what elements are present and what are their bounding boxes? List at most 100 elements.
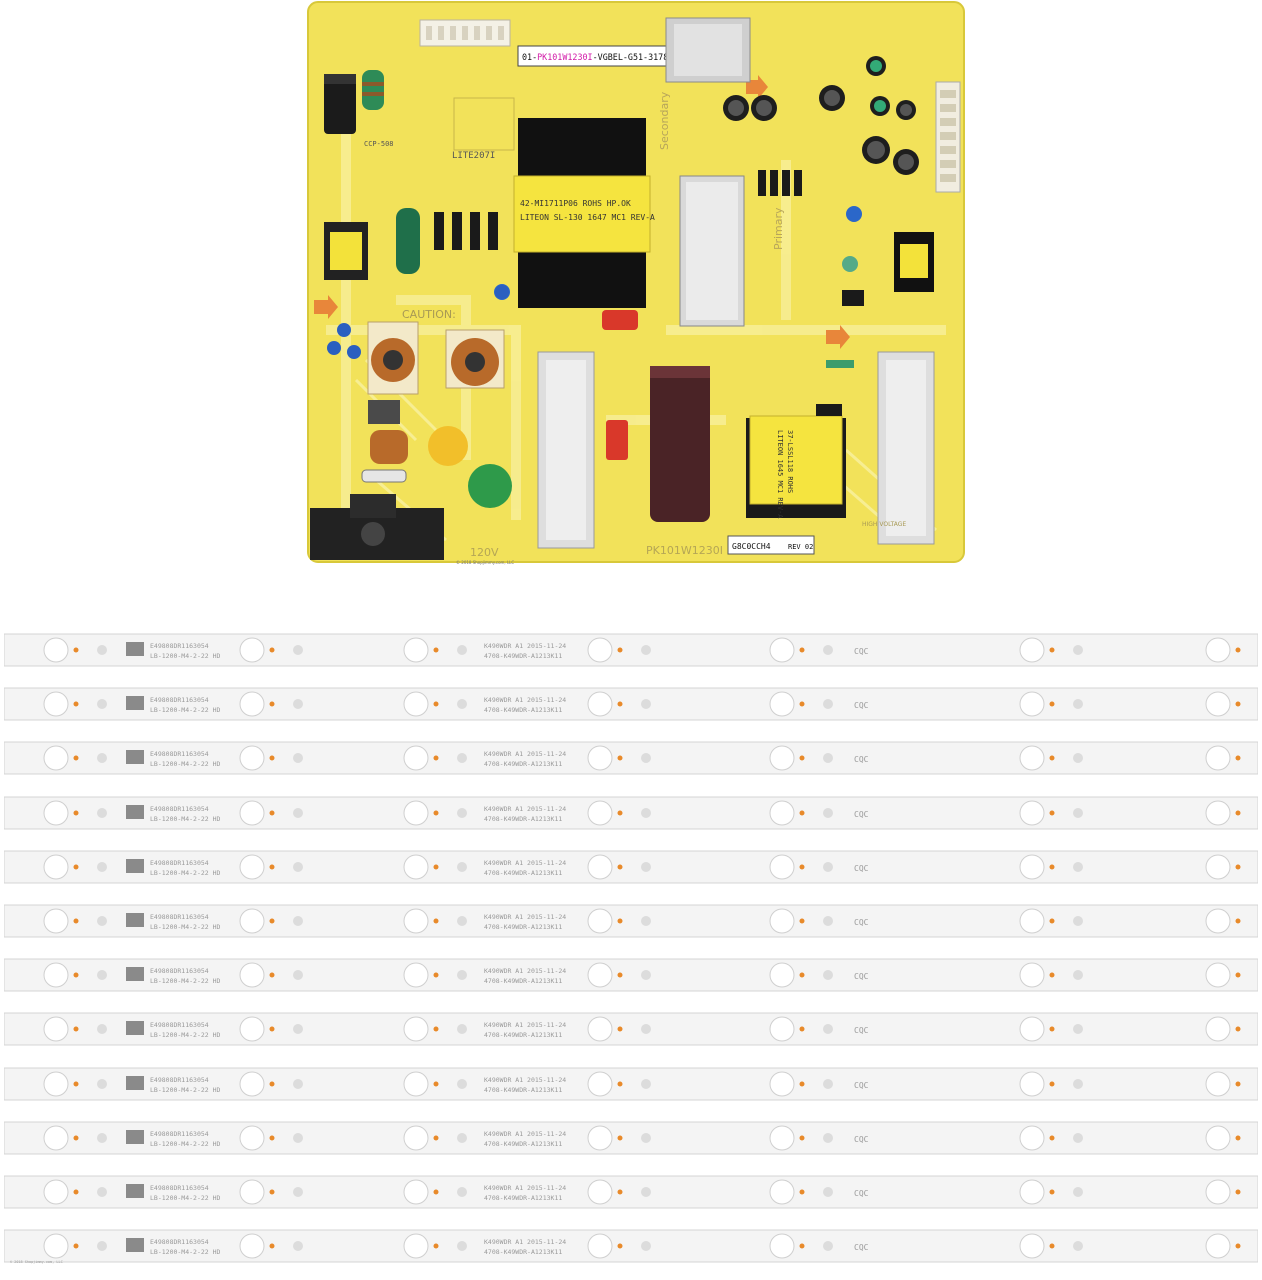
- mount-hole: [97, 753, 107, 764]
- mount-hole: [457, 645, 467, 655]
- barcode: [126, 750, 144, 765]
- led-lens: [403, 1016, 429, 1042]
- mount-hole: [97, 807, 107, 818]
- orange-marker: [617, 1135, 623, 1141]
- mount-hole: [823, 807, 833, 818]
- strip-label-a-line1: E49808DR1163054: [150, 750, 209, 758]
- led-lens: [239, 908, 265, 934]
- barcode: [126, 642, 144, 656]
- strip-label-a-line1: E49808DR1163054: [150, 1076, 209, 1084]
- mount-hole: [1073, 807, 1083, 818]
- led-lens: [403, 1233, 429, 1259]
- mount-hole: [293, 1078, 303, 1089]
- orange-marker: [1235, 647, 1241, 653]
- orange-marker: [799, 1189, 805, 1195]
- strips-copyright: © 2018 Shopjimmy.com, LLC: [10, 1260, 63, 1264]
- orange-marker: [1235, 701, 1241, 707]
- strip-label-b-line1: K490WDR A1 2015-11-24: [484, 1184, 566, 1192]
- orange-marker: [73, 972, 79, 978]
- orange-marker: [1235, 918, 1241, 924]
- strip-label-a-line2: LB-1200-M4-2-22 HD: [150, 1140, 221, 1148]
- mount-hole: [1073, 1132, 1083, 1143]
- orange-marker: [799, 918, 805, 924]
- led-lens: [403, 1125, 429, 1151]
- strip-label-b-line2: 4708-K49WDR-A1213K11: [484, 1248, 562, 1256]
- orange-marker: [617, 1081, 623, 1087]
- strip-board: [4, 1121, 1258, 1155]
- strip-label-b-line2: 4708-K49WDR-A1213K11: [484, 923, 562, 931]
- orange-marker: [269, 1189, 275, 1195]
- orange-marker: [433, 810, 439, 816]
- mount-hole: [641, 1241, 651, 1252]
- led-lens: [403, 962, 429, 988]
- mount-hole: [641, 1132, 651, 1143]
- orange-marker: [433, 1135, 439, 1141]
- led-lens: [43, 800, 69, 826]
- led-lens: [1019, 1071, 1045, 1097]
- strip-label-a-line2: LB-1200-M4-2-22 HD: [150, 1031, 221, 1039]
- strip-label-c: CQC: [854, 864, 869, 873]
- orange-marker: [1235, 810, 1241, 816]
- mount-hole: [823, 970, 833, 981]
- strip-label-c: CQC: [854, 918, 869, 927]
- orange-marker: [269, 1026, 275, 1032]
- orange-marker: [1235, 1243, 1241, 1249]
- barcode: [126, 1021, 144, 1036]
- orange-marker: [1049, 864, 1055, 870]
- orange-marker: [617, 864, 623, 870]
- led-lens: [1019, 800, 1045, 826]
- mount-hole: [293, 861, 303, 872]
- strip-label-a-line2: LB-1200-M4-2-22 HD: [150, 1248, 221, 1256]
- led-lens: [1205, 962, 1231, 988]
- strip-board: [4, 1012, 1258, 1046]
- board-label-prefix: 01-: [522, 52, 537, 62]
- strip-label-a-line2: LB-1200-M4-2-22 HD: [150, 1086, 221, 1094]
- strip-board: [4, 958, 1258, 992]
- led-lens: [769, 637, 795, 663]
- led-lens: [43, 745, 69, 771]
- led-lens: [769, 1233, 795, 1259]
- mount-hole: [97, 1024, 107, 1035]
- orange-marker: [433, 755, 439, 761]
- strip-label-b-line2: 4708-K49WDR-A1213K11: [484, 1140, 562, 1148]
- strip-label-b-line1: K490WDR A1 2015-11-24: [484, 1076, 566, 1084]
- barcode: [126, 858, 144, 873]
- strip-label-b-line1: K490WDR A1 2015-11-24: [484, 1130, 566, 1138]
- strip-label-a-line1: E49808DR1163054: [150, 1021, 209, 1029]
- led-lens: [43, 962, 69, 988]
- mount-hole: [823, 699, 833, 710]
- mount-hole: [293, 1132, 303, 1143]
- orange-marker: [617, 810, 623, 816]
- mount-hole: [457, 753, 467, 764]
- led-lens: [239, 1125, 265, 1151]
- power-supply-board: 01-PK101W1230I-VGBEL-G51-3178-101 CCP-50…: [306, 0, 966, 566]
- led-lens: [1019, 1125, 1045, 1151]
- strip-board: [4, 687, 1258, 721]
- orange-marker: [269, 810, 275, 816]
- strip-label-c: CQC: [854, 972, 869, 981]
- silk-high-voltage: HIGH VOLTAGE: [862, 521, 906, 528]
- led-lens: [1205, 1179, 1231, 1205]
- strip-label-a-line2: LB-1200-M4-2-22 HD: [150, 923, 221, 931]
- strip-label-a-line1: E49808DR1163054: [150, 859, 209, 867]
- led-lens: [239, 1016, 265, 1042]
- orange-marker: [1049, 701, 1055, 707]
- led-lens: [403, 1179, 429, 1205]
- orange-marker: [1049, 1135, 1055, 1141]
- barcode: [126, 913, 144, 927]
- led-lens: [1019, 1233, 1045, 1259]
- led-lens: [1205, 745, 1231, 771]
- orange-marker: [617, 972, 623, 978]
- mount-hole: [97, 916, 107, 926]
- barcode: [126, 1075, 144, 1090]
- strip-label-b-line2: 4708-K49WDR-A1213K11: [484, 869, 562, 877]
- orange-marker: [799, 972, 805, 978]
